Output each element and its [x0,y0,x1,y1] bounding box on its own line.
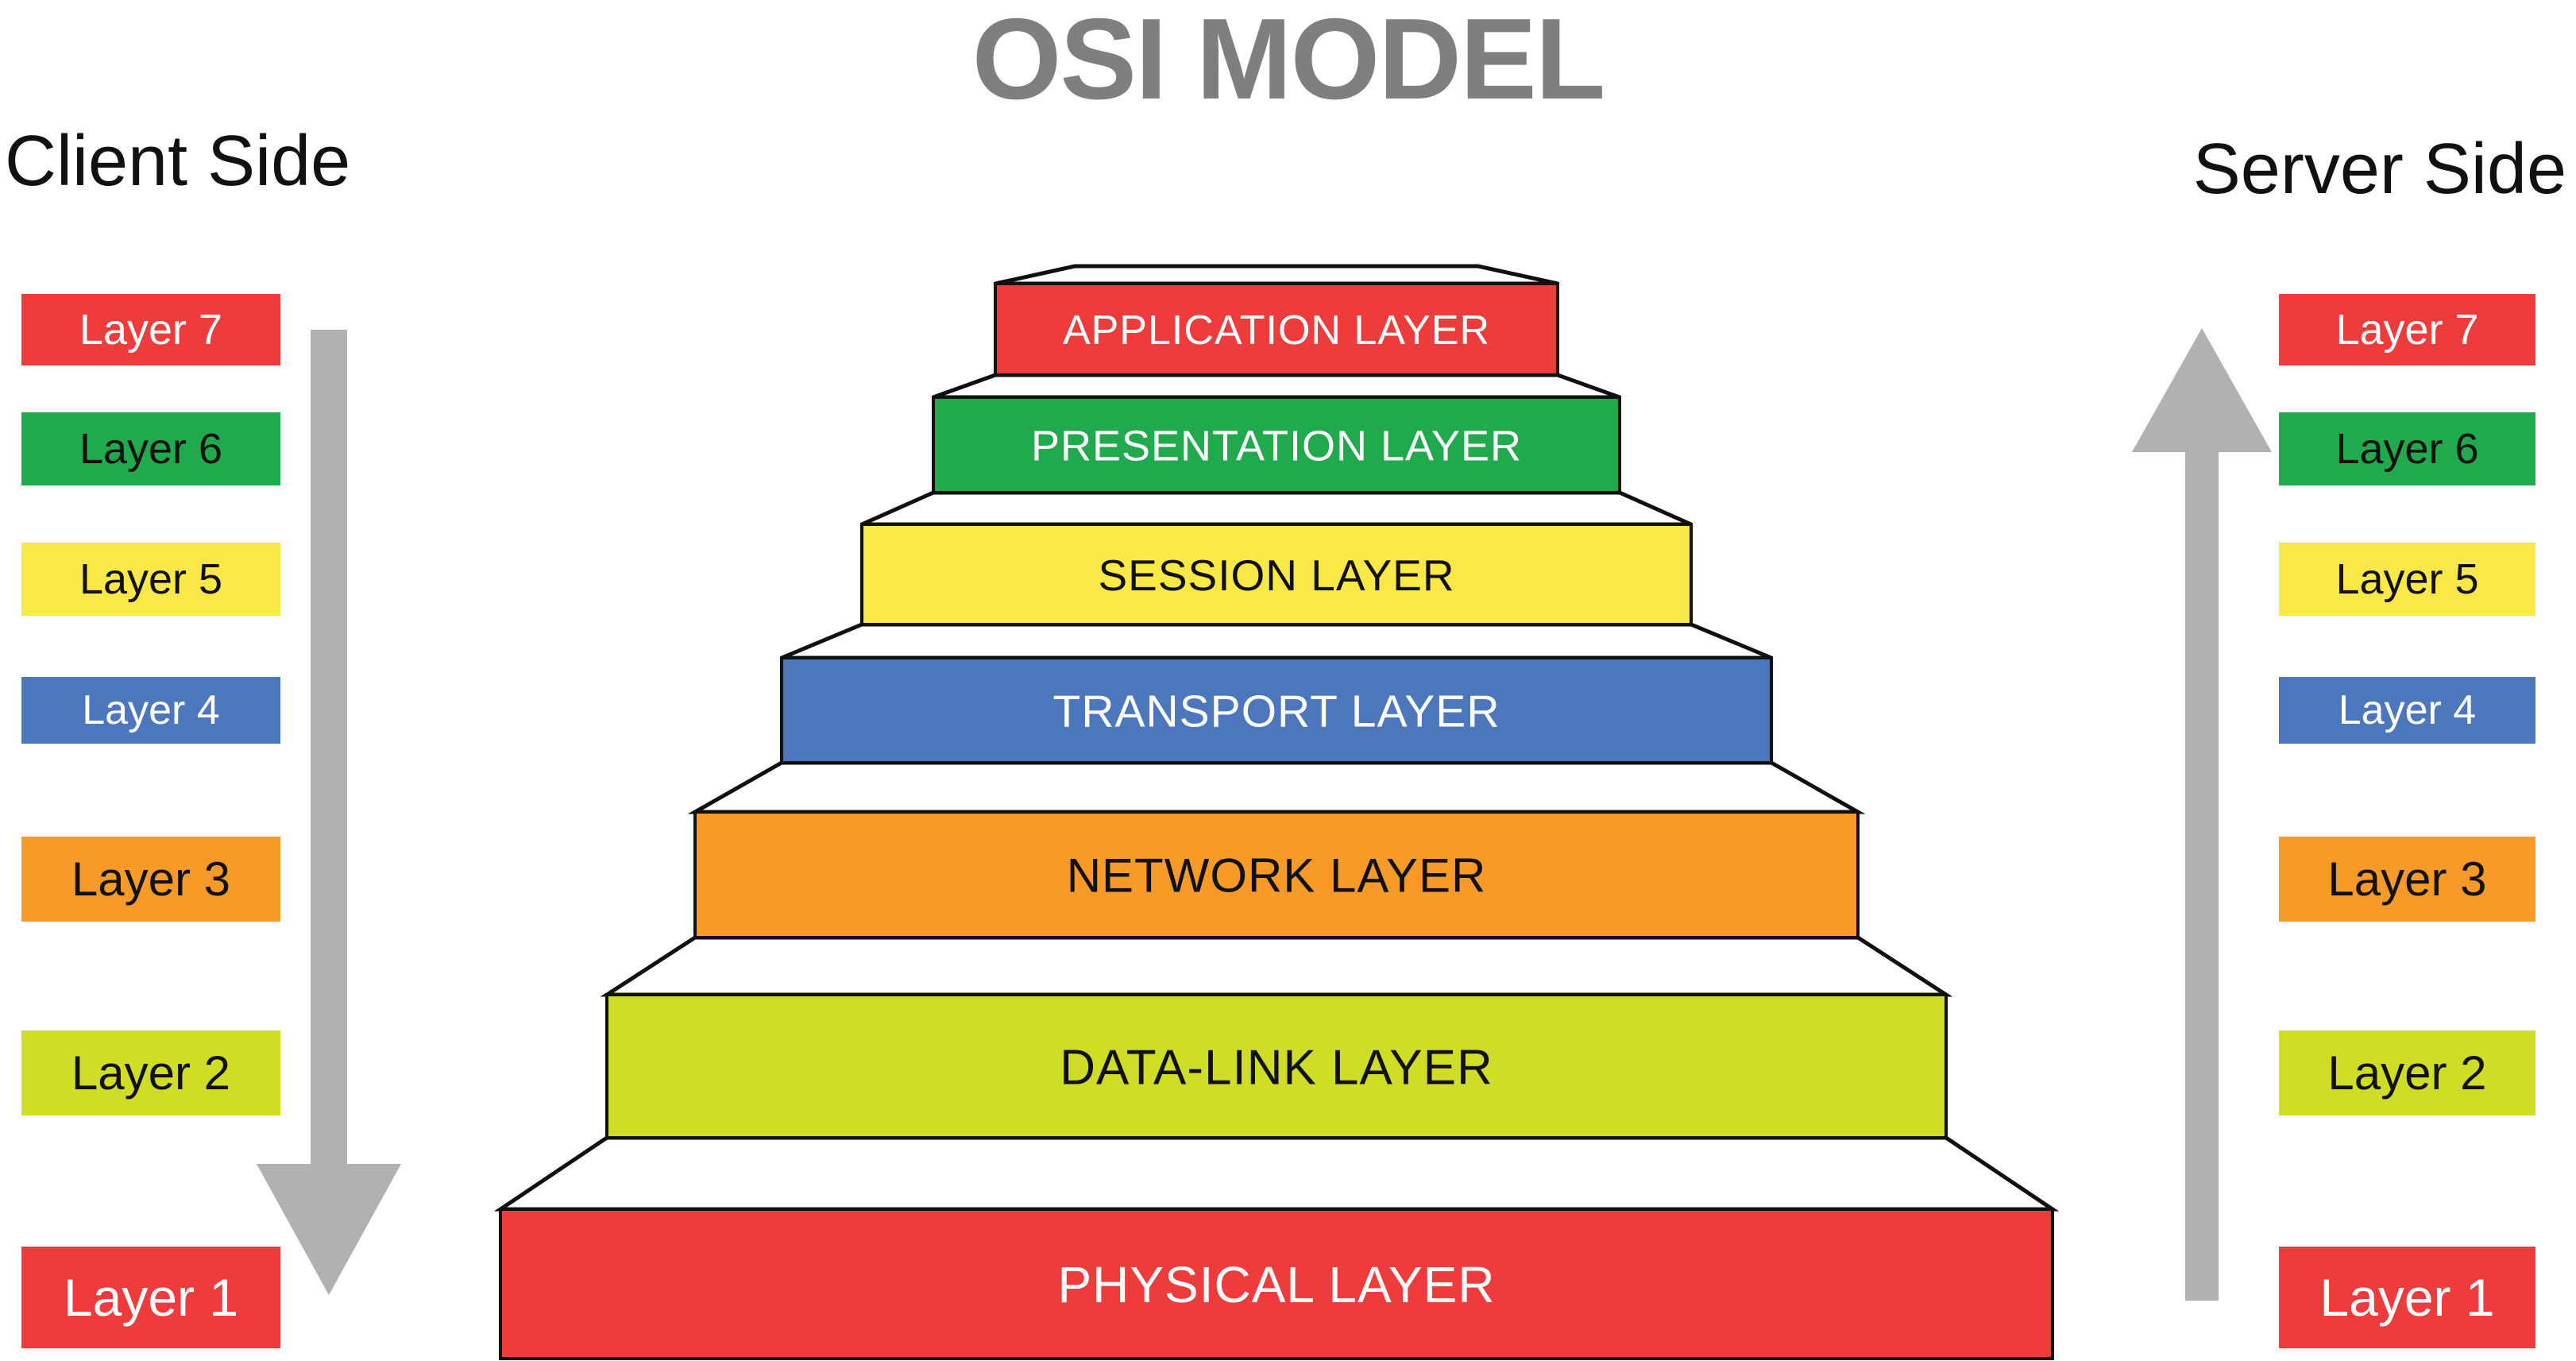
client-side-heading: Client Side [5,122,351,201]
server-badge-layer-3: Layer 3 [2279,837,2535,922]
pyramid-step-tread-4 [687,760,1866,814]
pyramid-top-face [994,264,1558,286]
server-badge-layer-7-label: Layer 7 [2335,306,2479,354]
pyramid-step-tread-5 [600,935,1953,997]
client-badge-layer-1: Layer 1 [21,1247,280,1348]
pyramid-face-data-link-layer [605,993,1948,1139]
pyramid-label-transport-layer: TRANSPORT LAYER [1053,686,1500,737]
client-badge-layer-1-label: Layer 1 [63,1268,239,1327]
pyramid-step-tread-3 [781,622,1772,660]
pyramid-face-presentation-layer [932,396,1621,494]
pyramid-label-physical-layer: PHYSICAL LAYER [1057,1256,1495,1313]
server-badge-layer-4-label: Layer 4 [2338,687,2477,733]
pyramid-face-transport-layer [780,656,1773,764]
pyramid-label-session-layer: SESSION LAYER [1098,551,1454,600]
client-badge-layer-6-label: Layer 6 [79,425,223,473]
client-badge-layer-3: Layer 3 [21,837,280,922]
server-up-arrow [2132,328,2272,1301]
client-badge-layer-4: Layer 4 [21,677,280,744]
pyramid-face-network-layer [693,810,1860,939]
server-badge-layer-5: Layer 5 [2279,543,2535,616]
client-badge-layer-5-label: Layer 5 [79,555,223,603]
server-badge-layer-2: Layer 2 [2279,1030,2535,1115]
client-badge-layer-7: Layer 7 [21,294,280,365]
server-side-heading: Server Side [2192,130,2566,209]
pyramid-label-data-link-layer: DATA-LINK LAYER [1060,1040,1493,1095]
server-badge-layer-2-label: Layer 2 [2327,1046,2487,1100]
server-badge-layer-4: Layer 4 [2279,677,2535,744]
client-down-arrow [257,330,401,1295]
client-badge-layer-5: Layer 5 [21,543,280,616]
server-badge-layer-5-label: Layer 5 [2335,555,2479,603]
client-badge-layer-7-label: Layer 7 [79,306,223,354]
server-badge-layer-7: Layer 7 [2279,294,2535,365]
client-badge-layer-2-label: Layer 2 [71,1046,231,1100]
client-badge-layer-6: Layer 6 [21,412,280,485]
pyramid-label-application-layer: APPLICATION LAYER [1063,307,1490,354]
pyramid-face-application-layer [994,282,1559,377]
pyramid-step-tread-1 [933,373,1620,400]
client-badge-layer-4-label: Layer 4 [82,687,220,733]
client-badge-layer-2: Layer 2 [21,1030,280,1115]
pyramid-face-session-layer [860,523,1693,626]
pyramid-step-tread-6 [493,1135,2060,1212]
server-badge-layer-6-label: Layer 6 [2335,425,2479,473]
client-badge-layer-3-label: Layer 3 [71,852,231,906]
pyramid-label-network-layer: NETWORK LAYER [1067,849,1487,903]
server-badge-layer-1-label: Layer 1 [2319,1268,2495,1327]
server-badge-layer-3-label: Layer 3 [2327,852,2487,906]
pyramid-step-tread-2 [860,490,1693,527]
page-title: OSI MODEL [971,0,1606,123]
pyramid-label-presentation-layer: PRESENTATION LAYER [1031,422,1522,470]
pyramid-face-physical-layer [499,1208,2054,1360]
server-badge-layer-1: Layer 1 [2279,1247,2535,1348]
server-badge-layer-6: Layer 6 [2279,412,2535,485]
